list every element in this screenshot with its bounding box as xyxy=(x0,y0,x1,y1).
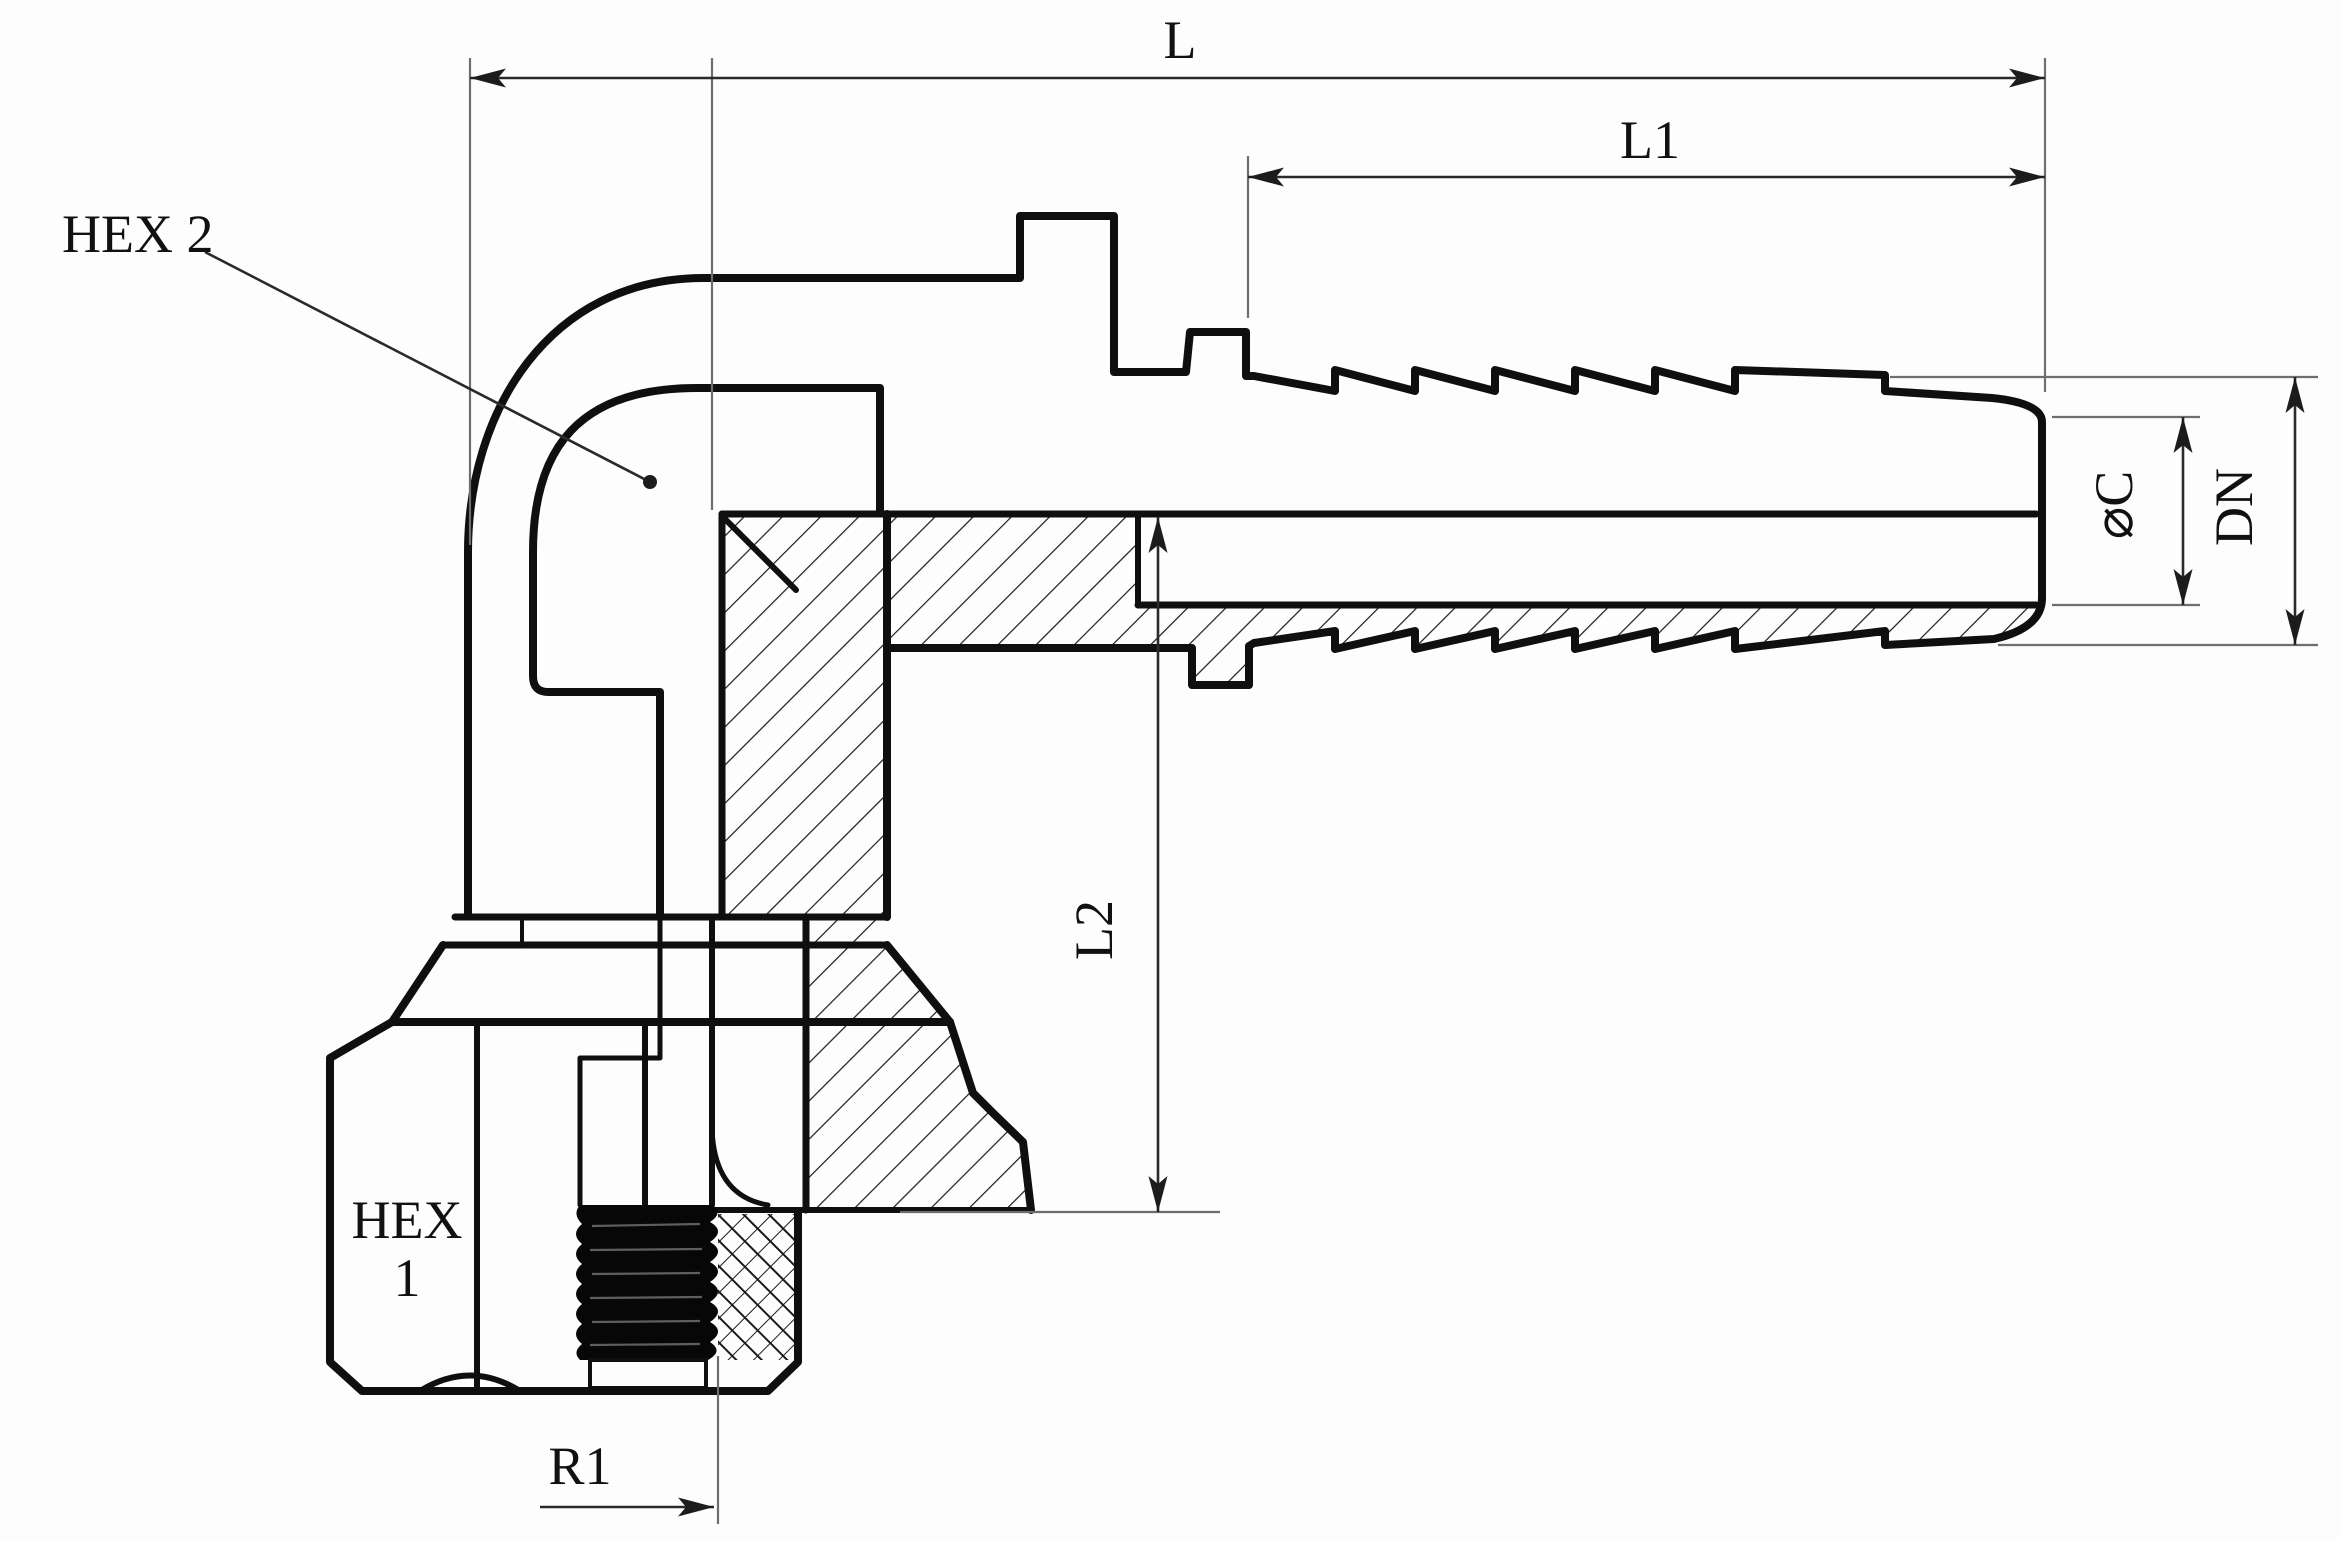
nut-cone-left xyxy=(388,941,447,1026)
elbow-outer-arc xyxy=(464,274,708,919)
thread-region xyxy=(576,1205,718,1390)
hatch-socket-band xyxy=(890,516,1138,645)
thread-texture xyxy=(589,1222,703,1347)
xhatch-thread-side xyxy=(718,1214,795,1360)
label-L1: L1 xyxy=(1620,110,1680,170)
dimension-labels: L L1 L2 ⌀C DN R1 HEX 2 HEX 1 xyxy=(62,10,2264,1496)
label-HEX1-line1: HEX xyxy=(352,1190,463,1250)
section-hatch-areas xyxy=(718,516,2036,1360)
extension-lines xyxy=(468,58,2318,1524)
label-R1: R1 xyxy=(548,1436,611,1496)
thread-black-band xyxy=(576,1205,718,1360)
label-L: L xyxy=(1164,10,1197,70)
dimension-lines xyxy=(204,76,2297,1509)
thread-counterbore xyxy=(588,1358,708,1390)
hex-bottom-facet xyxy=(417,1372,523,1394)
nut-cone-right xyxy=(883,941,1035,1214)
elbow-inner-arc xyxy=(529,384,884,919)
hex-nut-left xyxy=(326,1018,802,1395)
label-HEX2: HEX 2 xyxy=(62,204,213,264)
leader-hex2-dot xyxy=(643,475,657,489)
fitting-outline xyxy=(326,212,2046,1395)
label-HEX1-line2: 1 xyxy=(394,1248,421,1308)
label-L2: L2 xyxy=(1064,900,1124,960)
hose-tail-profile xyxy=(700,212,2046,689)
label-phiC: ⌀C xyxy=(2084,471,2144,540)
hatch-body-column xyxy=(722,516,887,915)
corner-chamfer xyxy=(719,513,799,593)
hatch-nut-wall xyxy=(806,919,1031,1208)
leader-hex2 xyxy=(204,250,651,484)
port-step xyxy=(577,912,663,1208)
label-DN: DN xyxy=(2204,468,2264,546)
thread-lead-curve xyxy=(709,1125,771,1208)
